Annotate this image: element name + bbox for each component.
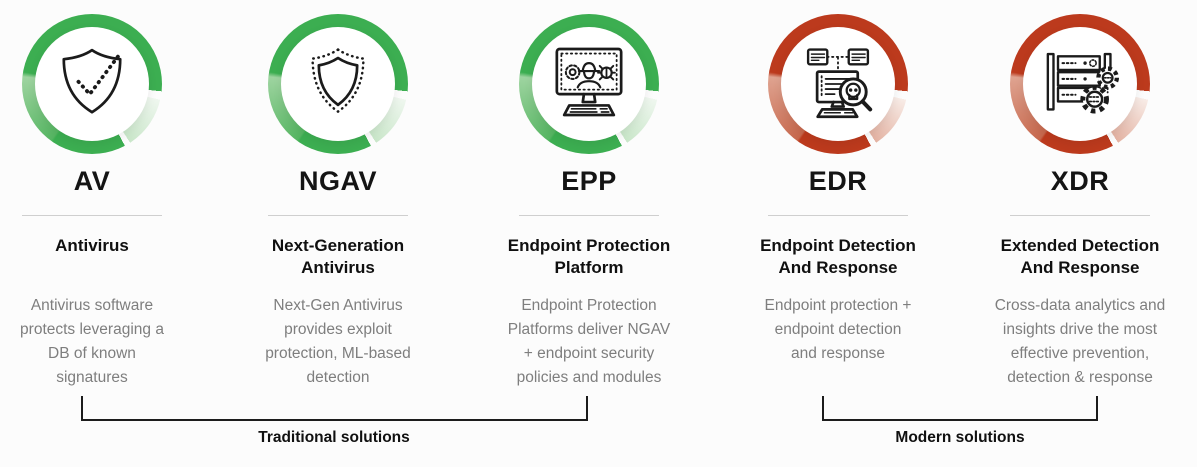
solution-card-xdr: XDR Extended Detection And Response Cros… bbox=[970, 0, 1190, 467]
solution-acronym: NGAV bbox=[298, 166, 377, 196]
server-gears-icon bbox=[1046, 52, 1120, 114]
solution-acronym: EDR bbox=[808, 166, 868, 196]
solution-description: Next-Gen Antivirus provides exploit prot… bbox=[265, 297, 411, 386]
solution-name: Endpoint Detection And Response bbox=[760, 236, 916, 277]
progress-ring-green bbox=[519, 14, 659, 154]
double-shield-icon bbox=[311, 48, 365, 113]
traditional-solutions-bracket bbox=[81, 396, 588, 421]
divider-line bbox=[1010, 215, 1150, 216]
solution-card-av: AV Antivirus Antivirus software protects… bbox=[0, 0, 202, 467]
solution-name: Endpoint Protection Platform bbox=[507, 236, 671, 277]
solution-card-ngav: NGAV Next-Generation Antivirus Next-Gen … bbox=[228, 0, 448, 467]
solution-description: Cross-data analytics and insights drive … bbox=[994, 297, 1166, 386]
divider-line bbox=[768, 215, 908, 216]
divider-line bbox=[268, 215, 408, 216]
solution-card-edr: EDR Endpoint Detection And Response Endp… bbox=[728, 0, 948, 467]
solution-description: Endpoint Protection Platforms deliver NG… bbox=[507, 297, 671, 386]
progress-ring-red bbox=[1010, 14, 1150, 154]
divider-line bbox=[22, 215, 162, 216]
progress-ring-green bbox=[22, 14, 162, 154]
solution-acronym: AV bbox=[73, 166, 111, 196]
traditional-solutions-label: Traditional solutions bbox=[258, 429, 410, 446]
solution-description: Endpoint protection + endpoint detection… bbox=[764, 297, 912, 362]
solution-card-epp: EPP Endpoint Protection Platform Endpoin… bbox=[479, 0, 699, 467]
modern-solutions-bracket bbox=[822, 396, 1098, 421]
shield-check-icon bbox=[62, 48, 123, 114]
solution-name: Extended Detection And Response bbox=[1000, 236, 1160, 277]
solution-acronym: EPP bbox=[561, 166, 617, 196]
progress-ring-red bbox=[768, 14, 908, 154]
modern-solutions-label: Modern solutions bbox=[895, 429, 1025, 446]
solution-description: Antivirus software protects leveraging a… bbox=[20, 297, 164, 386]
progress-ring-green bbox=[268, 14, 408, 154]
solution-acronym: XDR bbox=[1050, 166, 1110, 196]
solution-name: Next-Generation Antivirus bbox=[271, 236, 405, 277]
solution-name: Antivirus bbox=[55, 236, 129, 255]
monitor-magnifier-skull-icon bbox=[806, 48, 873, 119]
monitor-threats-icon bbox=[555, 47, 623, 117]
divider-line bbox=[519, 215, 659, 216]
